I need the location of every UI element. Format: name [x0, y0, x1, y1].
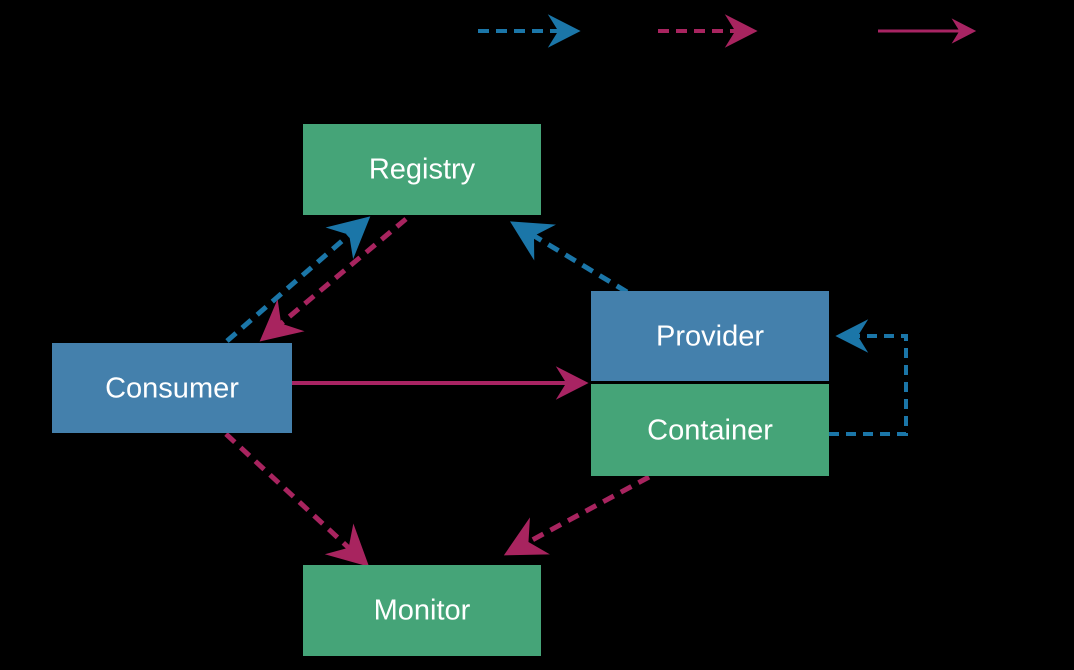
node-registry-label: Registry	[369, 154, 476, 186]
node-registry-box[interactable]	[303, 124, 541, 215]
node-provider[interactable]: Provider	[591, 291, 829, 381]
node-container-label: Container	[647, 415, 773, 447]
node-monitor-box[interactable]	[303, 565, 541, 656]
edge-registry-to-consumer	[259, 217, 408, 342]
edge-provider-to-registry	[510, 221, 629, 295]
node-container[interactable]: Container	[591, 384, 829, 476]
node-consumer[interactable]: Consumer	[52, 343, 292, 433]
edge-container-to-monitor	[503, 474, 651, 556]
node-monitor-label: Monitor	[374, 595, 471, 627]
edge-consumer-to-monitor	[224, 432, 370, 567]
edges	[224, 216, 908, 567]
node-provider-label: Provider	[656, 321, 764, 353]
edge-consumer-to-registry	[225, 216, 371, 343]
node-consumer-label: Consumer	[105, 373, 239, 405]
nodes: Registry Consumer Provider Container Mon…	[52, 124, 829, 656]
node-consumer-box[interactable]	[52, 343, 292, 433]
edge-container-to-provider	[829, 319, 908, 436]
node-container-box[interactable]	[591, 384, 829, 476]
node-registry[interactable]: Registry	[303, 124, 541, 215]
node-provider-box[interactable]	[591, 291, 829, 381]
node-monitor[interactable]: Monitor	[303, 565, 541, 656]
